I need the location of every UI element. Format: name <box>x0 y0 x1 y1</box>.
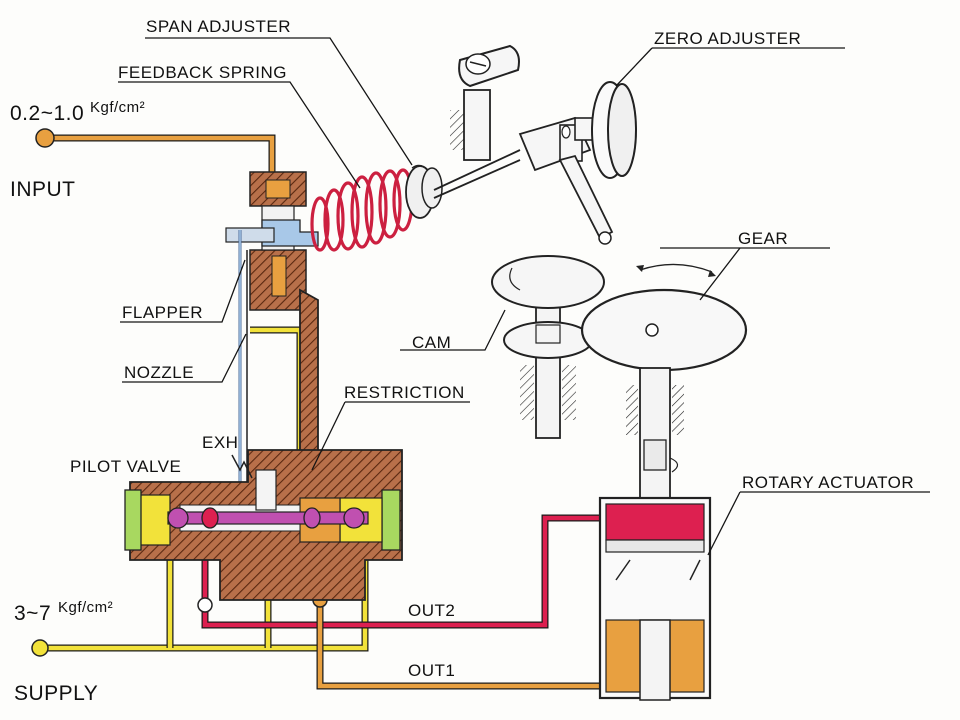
input-line <box>45 134 276 178</box>
exh-arrow <box>231 454 253 479</box>
input-port <box>35 128 55 148</box>
supply-unit-label: Kgf/cm² <box>58 599 113 616</box>
zero-adjuster-assembly <box>450 44 616 245</box>
pilot-valve-body <box>124 288 403 601</box>
pilot-valve-label: PILOT VALVE <box>70 457 181 476</box>
out2-gauge <box>197 597 213 613</box>
input-unit-label: Kgf/cm² <box>90 99 145 116</box>
out2-label: OUT2 <box>408 601 455 620</box>
feedback-spring-label: FEEDBACK SPRING <box>118 63 287 82</box>
spool <box>167 507 369 529</box>
input-label: INPUT <box>10 178 76 201</box>
span-adjuster-label: SPAN ADJUSTER <box>146 17 291 36</box>
cam-assembly <box>491 255 605 439</box>
restriction-label: RESTRICTION <box>344 383 465 402</box>
zero-adjuster-knob <box>591 81 637 179</box>
out1-label: OUT1 <box>408 661 455 680</box>
feedback-spring <box>310 168 414 252</box>
out2-line <box>201 514 612 629</box>
leader-lines <box>118 37 930 556</box>
supply-range-label: 3~7 <box>14 602 51 625</box>
supply-label: SUPPLY <box>14 682 98 705</box>
supply-port <box>31 639 49 657</box>
span-adjuster <box>405 149 521 219</box>
exh-label: EXH <box>202 433 238 452</box>
input-range-label: 0.2~1.0 <box>10 102 84 125</box>
cam-label: CAM <box>412 333 451 352</box>
flapper <box>225 219 319 490</box>
rotary-actuator <box>598 496 712 701</box>
flapper-label: FLAPPER <box>122 303 203 322</box>
nozzle-label: NOZZLE <box>124 363 194 382</box>
zero-adjuster-label: ZERO ADJUSTER <box>654 29 801 48</box>
gear-label: GEAR <box>738 229 788 248</box>
rotary-actuator-label: ROTARY ACTUATOR <box>742 473 914 492</box>
shaft <box>626 367 684 509</box>
gear <box>580 263 748 372</box>
